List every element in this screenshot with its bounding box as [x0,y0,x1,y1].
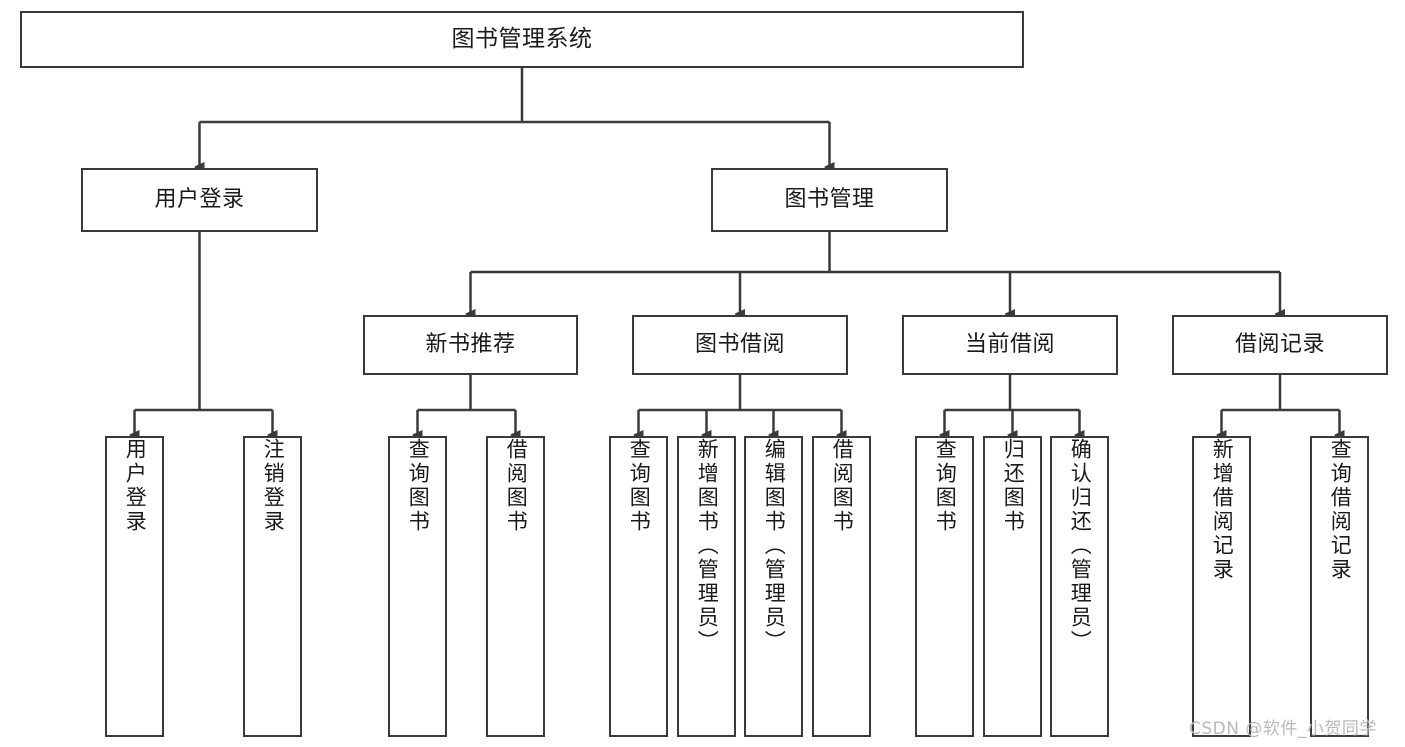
node-label: 确认归还（管理员） [1068,438,1093,654]
node-label: 新书推荐 [425,331,516,357]
node-leaf-rec-1[interactable]: 新增借阅记录 [1192,436,1251,737]
node-borrow[interactable]: 图书借阅 [632,315,848,375]
node-label: 查询图书 [627,438,652,534]
node-label: 当前借阅 [964,331,1055,357]
node-leaf-cur-2[interactable]: 归还图书 [983,436,1042,737]
node-leaf-new-1[interactable]: 查询图书 [388,436,447,737]
node-records[interactable]: 借阅记录 [1172,315,1388,375]
node-leaf-login-2[interactable]: 注销登录 [243,436,302,737]
node-leaf-rec-2[interactable]: 查询借阅记录 [1310,436,1369,737]
node-label: 图书管理 [784,186,875,212]
node-leaf-borrow-4[interactable]: 借阅图书 [812,436,871,737]
node-root[interactable]: 图书管理系统 [20,11,1024,68]
node-label: 查询图书 [406,438,431,534]
edge-group [135,68,1340,435]
node-leaf-cur-1[interactable]: 查询图书 [915,436,974,737]
node-leaf-new-2[interactable]: 借阅图书 [486,436,545,737]
node-label: 借阅图书 [830,438,855,534]
node-leaf-borrow-1[interactable]: 查询图书 [609,436,668,737]
node-label: 查询借阅记录 [1328,438,1353,582]
node-label: 用户登录 [123,438,148,534]
node-label: 归还图书 [1001,438,1026,534]
node-current[interactable]: 当前借阅 [902,315,1118,375]
node-label: 查询图书 [933,438,958,534]
node-bookmgmt[interactable]: 图书管理 [711,168,948,232]
node-leaf-cur-3[interactable]: 确认归还（管理员） [1050,436,1109,737]
node-label: 注销登录 [261,438,286,534]
node-label: 新增图书（管理员） [695,438,720,654]
node-label: 借阅记录 [1234,331,1325,357]
node-label: 图书管理系统 [451,25,593,52]
node-label: 借阅图书 [504,438,529,534]
node-newbook[interactable]: 新书推荐 [363,315,578,375]
node-label: 用户登录 [154,186,245,212]
node-leaf-borrow-2[interactable]: 新增图书（管理员） [677,436,736,737]
node-label: 编辑图书（管理员） [762,438,787,654]
node-label: 图书借阅 [694,331,785,357]
csdn-watermark: CSDN @软件_小贺同学 [1189,719,1377,739]
node-leaf-login-1[interactable]: 用户登录 [105,436,164,737]
node-label: 新增借阅记录 [1210,438,1235,582]
node-login[interactable]: 用户登录 [81,168,318,232]
node-leaf-borrow-3[interactable]: 编辑图书（管理员） [744,436,803,737]
